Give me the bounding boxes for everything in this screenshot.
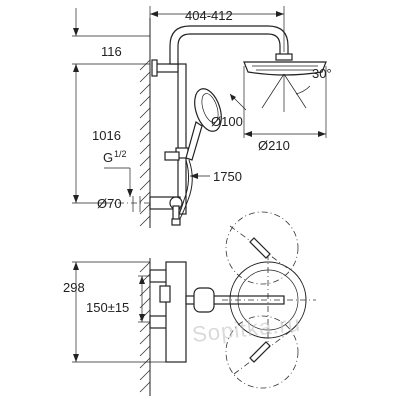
label-escutcheon-dia: Ø70: [97, 196, 122, 211]
dim-top-width: [149, 6, 285, 52]
dim-head-diameter: [243, 66, 327, 138]
thermostat-top-view: [149, 261, 187, 363]
riser-pipe: [151, 59, 189, 215]
watermark: Sopitka.ru: [191, 311, 302, 347]
thermostat-front: [149, 196, 183, 226]
label-angle: 30°: [312, 66, 332, 81]
label-hand-shower-dia: Ø100: [211, 114, 243, 129]
head-shower: [243, 53, 327, 76]
overhead-arm: [169, 25, 289, 65]
swivel-positions: [225, 211, 299, 389]
dim-escutcheon: [132, 196, 141, 212]
dim-hose-length: [190, 173, 210, 179]
dim-hand-shower: [229, 93, 247, 111]
label-spacing: 150±15: [86, 300, 129, 315]
hand-shower: [185, 88, 222, 161]
dim-depth: [72, 261, 166, 363]
label-thread-fraction: 1/2: [114, 149, 127, 159]
label-depth: 298: [63, 280, 85, 295]
label-hose-length: 1750: [213, 169, 242, 184]
label-top-offset: 116: [101, 44, 122, 59]
dim-thread: [104, 167, 133, 197]
label-height: 1016: [92, 128, 121, 143]
label-top-width: 404-412: [185, 8, 233, 23]
dim-height: [72, 64, 112, 204]
spray-angle-lines: [261, 73, 311, 112]
wall-front-view: [139, 18, 151, 228]
label-head-dia: Ø210: [258, 138, 290, 153]
head-shower-top-view: [222, 254, 316, 346]
dim-top-offset: [72, 8, 150, 65]
dim-spacing: [138, 275, 150, 323]
label-thread: G: [103, 150, 113, 165]
